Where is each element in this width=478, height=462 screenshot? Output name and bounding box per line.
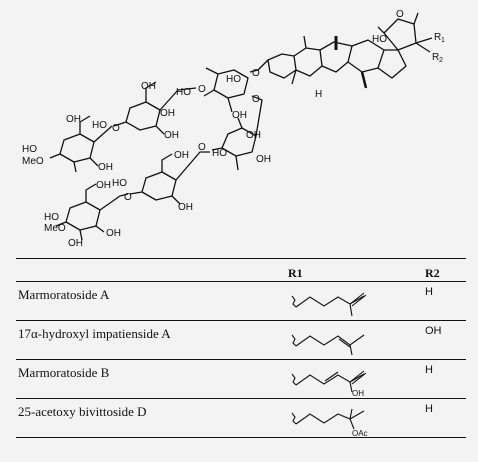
atom-label-oh-k: OH xyxy=(68,238,83,249)
atom-label-oh-a: OH xyxy=(232,110,247,121)
table-header-rule xyxy=(16,281,466,282)
atom-label-o-link6: O xyxy=(124,192,132,203)
r1-sub-label: OAc xyxy=(352,429,368,437)
atom-label-o-link-aglycone: O xyxy=(252,68,260,79)
atom-label-oh-g: OH xyxy=(174,150,189,161)
r1-substituent-drawing: OH xyxy=(291,370,367,398)
r2-value: H xyxy=(425,403,433,415)
atom-label-oh-j: OH xyxy=(106,228,121,239)
table-bottom-rule xyxy=(16,437,466,438)
ring-a xyxy=(267,53,297,79)
ring-d xyxy=(347,39,385,73)
atom-label-o-lactone: O xyxy=(396,9,404,20)
ring-b xyxy=(293,47,323,77)
atom-label-meo-b: MeO xyxy=(44,223,66,234)
table-top-rule xyxy=(16,258,466,259)
atom-label-oh-l: OH xyxy=(246,130,261,141)
atom-label-oh-f: OH xyxy=(256,154,271,165)
table-row: Marmoratoside A H xyxy=(16,282,466,320)
atom-label-ho-d: HO xyxy=(212,148,227,159)
table-header: R1 R2 xyxy=(16,259,466,281)
atom-label-oh-m: OH xyxy=(160,108,175,119)
atom-label-o-link1: O xyxy=(198,84,206,95)
table-row: 25-acetoxy bivittoside D OAc H xyxy=(16,399,466,437)
row-rule xyxy=(16,320,466,321)
atom-label-ho-aglycone: HO xyxy=(372,34,387,45)
atom-label-r1-sub: 1 xyxy=(441,37,445,44)
atom-label-ho-e: HO xyxy=(112,178,127,189)
atom-label-o-link5: O xyxy=(198,142,206,153)
compound-name: 17α-hydroxyl impatienside A xyxy=(18,326,171,341)
atom-label-oh-i: OH xyxy=(96,180,111,191)
r2-value: OH xyxy=(425,325,442,337)
atom-label-oh-h: OH xyxy=(178,202,193,213)
row-rule xyxy=(16,398,466,399)
atom-label-ho-b: HO xyxy=(92,120,107,131)
r1-substituent-drawing: OAc xyxy=(291,408,368,437)
sugar-ring-5 xyxy=(141,171,177,201)
r-group-table: R1 R2 Marmoratoside A H 17α-hydroxyl imp… xyxy=(16,258,466,438)
row-rule xyxy=(16,359,466,360)
compound-name: Marmoratoside B xyxy=(18,365,110,380)
atom-label-r2-sub: 2 xyxy=(439,57,443,64)
atom-label-ho-f: HO xyxy=(44,212,59,223)
atom-label-ho-c: HO xyxy=(22,144,37,155)
atom-label-r2: R xyxy=(432,52,439,63)
lactone-ring xyxy=(383,18,417,51)
sugar-ring-3 xyxy=(59,133,95,163)
table-row: Marmoratoside B OH H xyxy=(16,360,466,398)
atom-label-ho-g: HO xyxy=(226,74,241,85)
atom-label-oh-d: OH xyxy=(66,114,81,125)
r1-substituent-drawing xyxy=(291,292,367,317)
atom-label-meo-a: MeO xyxy=(22,156,44,167)
atom-label-o-link4: O xyxy=(252,94,260,105)
r2-value: H xyxy=(425,286,433,298)
atom-label-ho-a: HO xyxy=(176,87,191,98)
header-r2: R2 xyxy=(425,266,440,280)
structure-drawing: HO O R 1 R 2 H HO O O OH OH HO OH OH O H… xyxy=(22,9,445,249)
atom-label-oh-c: OH xyxy=(164,130,179,141)
compound-name: 25-acetoxy bivittoside D xyxy=(18,404,147,419)
header-r1: R1 xyxy=(288,266,303,280)
sugar-ring-6 xyxy=(65,201,101,231)
atom-label-oh-b: OH xyxy=(141,81,156,92)
r1-substituent-drawing xyxy=(291,334,365,356)
atom-label-o-link3: O xyxy=(112,123,120,134)
atom-label-r1: R xyxy=(434,32,441,43)
ring-e xyxy=(377,49,407,79)
compound-name: Marmoratoside A xyxy=(18,287,110,302)
sugar-ring-2 xyxy=(125,101,161,131)
table-row: 17α-hydroxyl impatienside A OH xyxy=(16,321,466,359)
chemical-structure: HO O R 1 R 2 H HO O O OH OH HO OH OH O H… xyxy=(22,9,445,249)
atom-label-h: H xyxy=(315,89,322,100)
r2-value: H xyxy=(425,364,433,376)
r1-sub-label: OH xyxy=(352,389,364,398)
atom-label-oh-e: OH xyxy=(98,162,113,173)
